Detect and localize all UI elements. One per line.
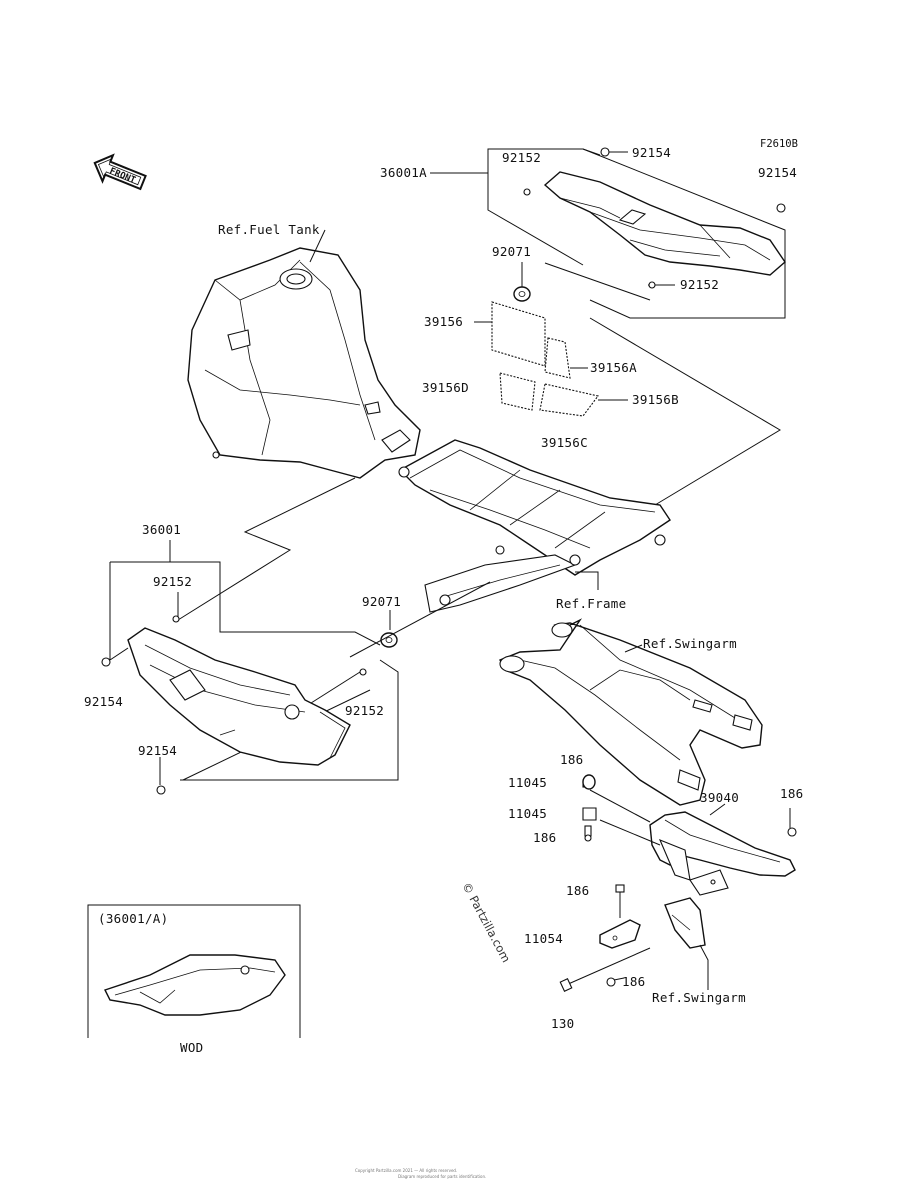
grommet-92154-left [101, 647, 129, 667]
label-ref-swingarm-1: Ref.Swingarm [643, 636, 737, 651]
label-130: 130 [551, 1016, 574, 1031]
label-11045-a: 11045 [508, 775, 547, 790]
figure-code: F2610B [760, 138, 798, 150]
label-92152-a: 92152 [502, 150, 541, 165]
bolt-186-upper-bracket [615, 884, 625, 918]
bolt-186-bottom [606, 977, 625, 987]
collar-92152-right [648, 281, 656, 289]
label-39156C: 39156C [541, 435, 588, 450]
label-39156: 39156 [424, 314, 463, 329]
swingarm [499, 618, 763, 806]
decal-39156D [499, 372, 536, 411]
collar-11045-b [582, 807, 597, 821]
label-92154-c: 92154 [84, 694, 123, 709]
label-ref-swingarm-2: Ref.Swingarm [652, 990, 746, 1005]
damper-92071-top [513, 262, 531, 302]
label-39156D: 39156D [422, 380, 469, 395]
damper-92071-lower [380, 610, 398, 648]
grommet-92154-lower [156, 757, 166, 795]
fuel-tank [187, 247, 421, 479]
decal-39156A [544, 337, 588, 379]
bolt-186-right [787, 827, 797, 837]
footer-line-1: Copyright Partzilla.com 2021 — All right… [355, 1168, 457, 1173]
ref-swingarm-leader [624, 644, 643, 653]
label-92152-c: 92152 [153, 574, 192, 589]
collar-92152-top [523, 188, 531, 196]
label-92154-a: 92154 [632, 145, 671, 160]
watermark: © Partzilla.com [459, 880, 513, 965]
label-36001: 36001 [142, 522, 181, 537]
label-36001A: 36001A [380, 165, 427, 180]
grommet-92154-right [776, 203, 786, 213]
collar-92152-lower [359, 668, 367, 676]
chain-guard-leaders [589, 789, 791, 846]
fuel-tank-leader [309, 229, 326, 263]
label-92152-b: 92152 [680, 277, 719, 292]
label-ref-fuel-tank: Ref.Fuel Tank [218, 222, 320, 237]
front-arrow-icon: FRONT [93, 153, 147, 191]
bolt-130 [559, 947, 651, 992]
inset-caption: WOD [180, 1040, 203, 1055]
rear-frame [398, 439, 671, 613]
chain-guard-39040 [649, 811, 796, 896]
damper-leader-line [544, 262, 651, 301]
label-39156B: 39156B [632, 392, 679, 407]
label-92154-b: 92154 [758, 165, 797, 180]
cover-36001A-callout [430, 148, 786, 319]
pin-line [349, 581, 491, 658]
side-cover-left [127, 627, 351, 766]
label-186-c: 186 [780, 786, 803, 801]
collar-92152-left [172, 615, 180, 623]
label-11045-b: 11045 [508, 806, 547, 821]
decal-39156 [474, 301, 546, 367]
side-cover-right [543, 171, 786, 276]
label-186-b: 186 [533, 830, 556, 845]
label-11054: 11054 [524, 931, 563, 946]
label-186-a: 186 [560, 752, 583, 767]
inset-title: (36001/A) [98, 911, 168, 926]
footer-line-2: Diagram reproduced for parts identificat… [398, 1174, 486, 1179]
decal-39156B [539, 383, 628, 417]
label-39040: 39040 [700, 790, 739, 805]
label-92071-a: 92071 [492, 244, 531, 259]
label-186-e: 186 [622, 974, 645, 989]
bolt-186-mid [584, 825, 592, 842]
label-186-d: 186 [566, 883, 589, 898]
bracket-11054 [599, 897, 706, 949]
ref-frame-leader [575, 571, 599, 590]
label-92071-b: 92071 [362, 594, 401, 609]
inset-box [87, 904, 301, 1038]
collar-11045-a [582, 774, 596, 790]
label-92152-d: 92152 [345, 703, 384, 718]
label-39156A: 39156A [590, 360, 637, 375]
label-92154-d: 92154 [138, 743, 177, 758]
ref-swingarm-2-leader [699, 944, 709, 990]
grommet-92154-top [600, 147, 610, 157]
frame-leader-line [589, 317, 781, 506]
label-ref-frame: Ref.Frame [556, 596, 626, 611]
